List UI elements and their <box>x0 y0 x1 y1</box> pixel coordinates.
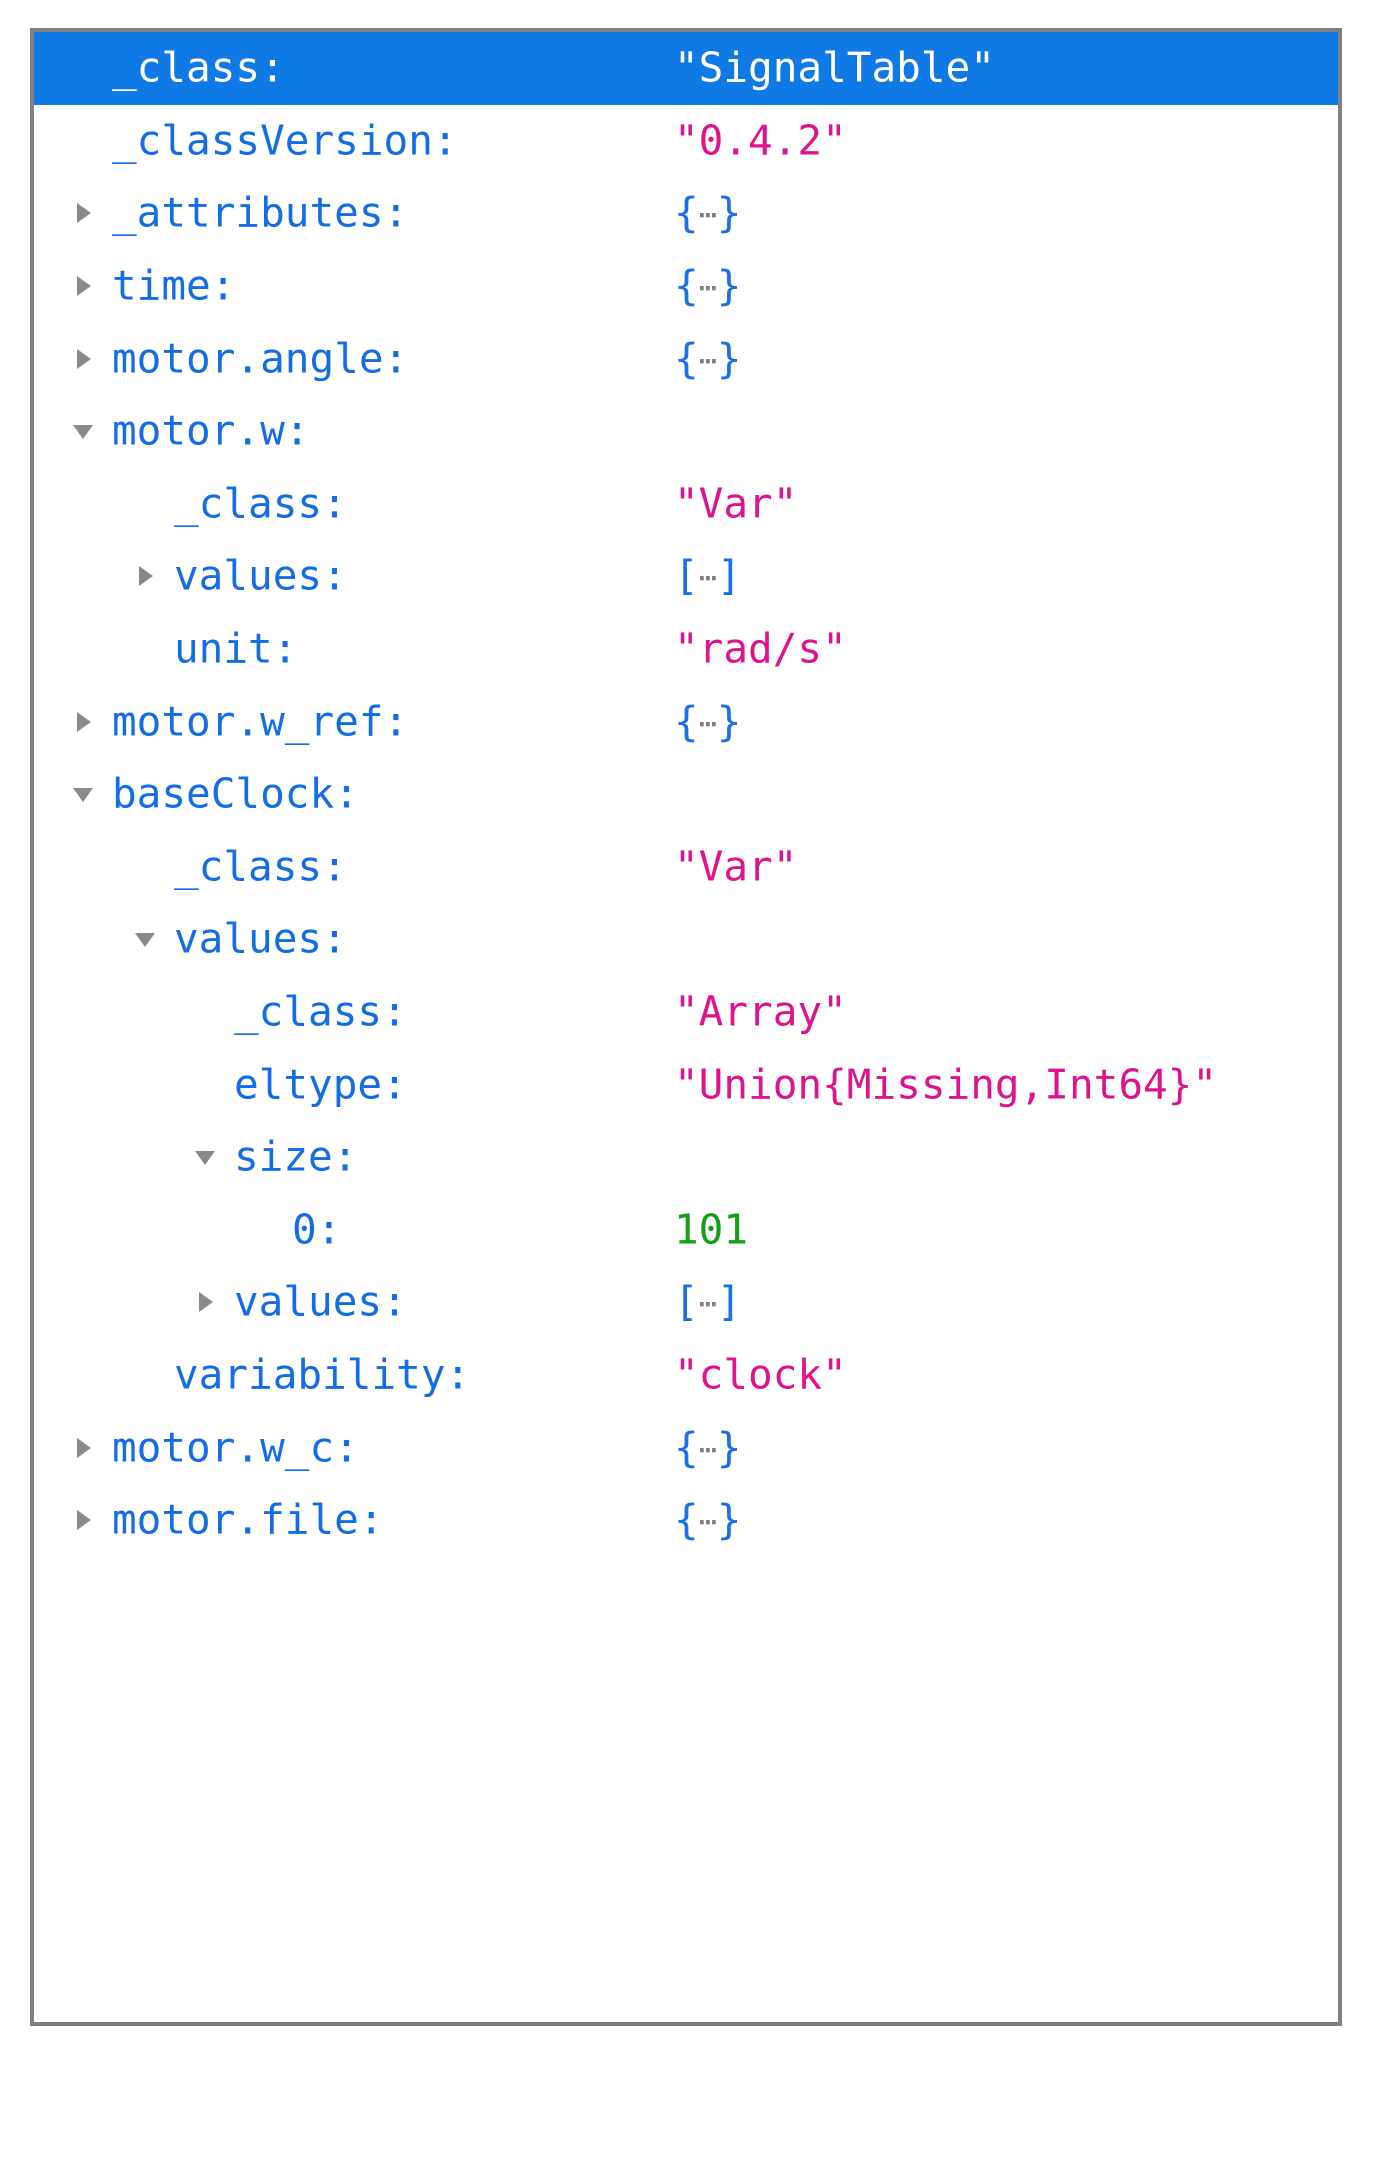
collapsed-object-placeholder: {⋯} <box>674 261 742 310</box>
collapsed-object-placeholder: {⋯} <box>674 334 742 383</box>
tree-row[interactable]: _class: "Array" <box>34 975 1338 1049</box>
tree-row-key: values: <box>174 551 347 600</box>
disclosure-triangle-collapsed-icon[interactable] <box>70 1435 96 1461</box>
collapsed-array-placeholder: [⋯] <box>674 1277 742 1326</box>
tree-row-value-string: "SignalTable" <box>674 43 995 92</box>
tree-row[interactable]: motor.angle: {⋯} <box>34 322 1338 395</box>
disclosure-triangle-collapsed-icon[interactable] <box>70 273 96 299</box>
tree-row-key: time: <box>112 261 236 310</box>
collapsed-array-placeholder: [⋯] <box>674 551 742 600</box>
json-tree-inspector[interactable]: _class: "SignalTable" _classVersion: "0.4.2… <box>30 28 1342 2026</box>
tree-row-key: baseClock: <box>112 769 359 818</box>
collapsed-object-placeholder: {⋯} <box>674 1423 742 1472</box>
tree-row-value-string: "clock" <box>674 1350 847 1399</box>
disclosure-triangle-expanded-icon[interactable] <box>192 1144 218 1170</box>
tree-row-key: motor.angle: <box>112 334 409 383</box>
collapsed-object-placeholder: {⋯} <box>674 188 742 237</box>
tree-row[interactable]: motor.w_ref: {⋯} <box>34 685 1338 758</box>
tree-row[interactable]: baseClock: <box>34 757 1338 831</box>
tree-row[interactable]: eltype: "Union{Missing,Int64}" <box>34 1048 1338 1121</box>
disclosure-triangle-expanded-icon[interactable] <box>70 418 96 444</box>
tree-row-value-string: "Array" <box>674 987 847 1036</box>
disclosure-triangle-collapsed-icon[interactable] <box>192 1289 218 1315</box>
tree-row-key: values: <box>234 1277 407 1326</box>
tree-row-key: motor.w: <box>112 406 310 455</box>
tree-row[interactable]: unit: "rad/s" <box>34 612 1338 686</box>
tree-row-value-string: "Var" <box>674 842 798 891</box>
collapsed-object-placeholder: {⋯} <box>674 697 742 746</box>
tree-row[interactable]: size: <box>34 1120 1338 1194</box>
tree-row[interactable]: variability: "clock" <box>34 1338 1338 1412</box>
tree-row[interactable]: _class: "SignalTable" <box>34 32 1338 105</box>
tree-row-value-number: 101 <box>674 1205 749 1254</box>
tree-row-key: motor.w_c: <box>112 1423 359 1472</box>
disclosure-triangle-collapsed-icon[interactable] <box>70 346 96 372</box>
tree-row[interactable]: time: {⋯} <box>34 249 1338 323</box>
tree-row-key: eltype: <box>234 1060 407 1109</box>
tree-row-key: _classVersion: <box>112 116 458 165</box>
tree-row-key: _class: <box>174 479 347 528</box>
disclosure-triangle-expanded-icon[interactable] <box>132 926 158 952</box>
tree-row-value-string: "Var" <box>674 479 798 528</box>
tree-row-key: _class: <box>112 43 285 92</box>
disclosure-triangle-expanded-icon[interactable] <box>70 781 96 807</box>
tree-row-key: motor.file: <box>112 1495 384 1544</box>
tree-row[interactable]: _attributes: {⋯} <box>34 177 1338 250</box>
tree-row-value-string: "rad/s" <box>674 624 847 673</box>
tree-row-key: unit: <box>174 624 298 673</box>
tree-row-key: _class: <box>234 987 407 1036</box>
disclosure-triangle-collapsed-icon[interactable] <box>70 200 96 226</box>
tree-row[interactable]: _class: "Var" <box>34 830 1338 904</box>
tree-row-value-string: "0.4.2" <box>674 116 847 165</box>
tree-row-key: size: <box>234 1132 358 1181</box>
disclosure-triangle-collapsed-icon[interactable] <box>70 1507 96 1533</box>
tree-row[interactable]: _classVersion: "0.4.2" <box>34 104 1338 178</box>
tree-row[interactable]: values: [⋯] <box>34 1266 1338 1339</box>
tree-row-value-string: "Union{Missing,Int64}" <box>674 1060 1218 1109</box>
disclosure-triangle-collapsed-icon[interactable] <box>132 563 158 589</box>
disclosure-triangle-collapsed-icon[interactable] <box>70 709 96 735</box>
tree-row-key: values: <box>174 914 347 963</box>
tree-row-key: _attributes: <box>112 188 409 237</box>
tree-row-key: variability: <box>174 1350 471 1399</box>
tree-row[interactable]: motor.w_c: {⋯} <box>34 1411 1338 1484</box>
tree-row[interactable]: values: <box>34 903 1338 976</box>
tree-row[interactable]: _class: "Var" <box>34 467 1338 541</box>
tree-row[interactable]: motor.w: <box>34 394 1338 468</box>
tree-row[interactable]: values: [⋯] <box>34 540 1338 613</box>
tree-row-key: 0: <box>292 1205 342 1254</box>
tree-row[interactable]: 0: 101 <box>34 1193 1338 1267</box>
tree-row-key: _class: <box>174 842 347 891</box>
tree-row-key: motor.w_ref: <box>112 697 409 746</box>
tree-row[interactable]: motor.file: {⋯} <box>34 1483 1338 1557</box>
collapsed-object-placeholder: {⋯} <box>674 1495 742 1544</box>
